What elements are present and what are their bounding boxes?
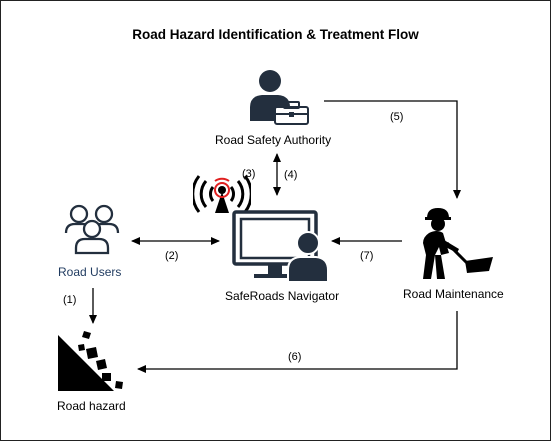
edge-authority-to-maintenance — [324, 100, 461, 199]
step-label-2: (2) — [165, 250, 179, 262]
step-label-6: (6) — [288, 351, 302, 363]
business-person-with-toolbox-icon — [250, 70, 309, 125]
node-label-hazard: Road hazard — [57, 399, 126, 413]
step-label-1: (1) — [63, 294, 77, 306]
node-label-authority: Road Safety Authority — [215, 133, 332, 147]
user-group-icon — [64, 204, 120, 255]
step-label-4: (4) — [284, 169, 298, 181]
diagram-title: Road Hazard Identification & Treatment F… — [132, 27, 419, 42]
node-label-maintenance: Road Maintenance — [403, 287, 504, 301]
node-label-navigator: SafeRoads Navigator — [225, 289, 340, 303]
step-label-5: (5) — [390, 111, 404, 123]
node-label-users: Road Users — [58, 265, 122, 279]
worker-shoveling-icon — [423, 208, 493, 279]
step-label-3: (3) — [242, 168, 256, 180]
step-label-7: (7) — [360, 250, 374, 262]
computer-user-icon — [232, 210, 329, 283]
falling-rocks-icon — [58, 331, 123, 391]
wireless-broadcast-icon — [193, 175, 251, 213]
edge-maintenance-to-hazard — [137, 311, 458, 373]
